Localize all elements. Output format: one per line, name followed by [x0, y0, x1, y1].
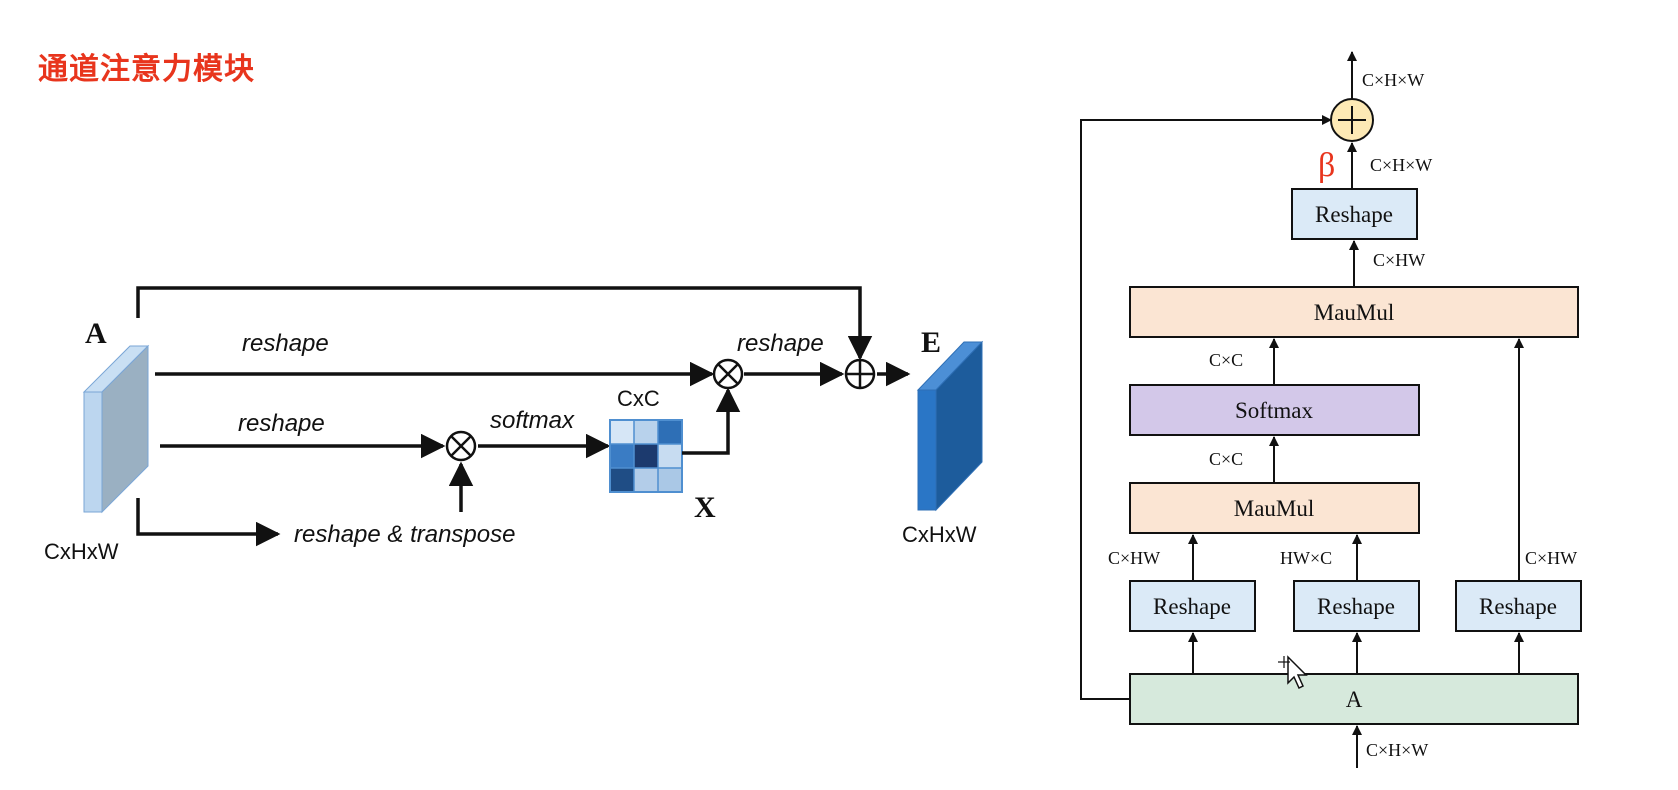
feature-map-e: [916, 340, 984, 512]
dim-reshape-3-out: C×HW: [1525, 548, 1577, 568]
block-matmul-bottom-label: MauMul: [1234, 496, 1315, 521]
multiply-op-2: [712, 358, 744, 390]
block-matmul-top-label: MauMul: [1314, 300, 1395, 325]
op-reshape-mid: reshape: [238, 410, 325, 437]
dim-after-beta: C×H×W: [1370, 155, 1432, 175]
label-beta: β: [1318, 147, 1335, 184]
block-matmul-top: [1129, 286, 1579, 338]
label-e: E: [921, 326, 941, 359]
block-reshape-out: [1291, 188, 1418, 240]
skip-connection: [136, 286, 873, 361]
op-softmax: softmax: [490, 407, 575, 434]
arrow-reshape-transpose: [136, 498, 281, 547]
block-input-a: [1129, 673, 1579, 725]
label-a: A: [85, 317, 107, 350]
add-op: [844, 358, 876, 390]
channel-attention-flow: A CxHxW reshape reshape reshape & transp…: [44, 286, 984, 564]
dim-matrix: CxC: [617, 386, 660, 411]
op-reshape-transpose: reshape & transpose: [294, 521, 515, 548]
block-softmax: [1129, 384, 1420, 436]
block-reshape-1: [1129, 580, 1256, 632]
block-reshape-2: [1293, 580, 1420, 632]
block-matmul-bottom: [1129, 482, 1420, 534]
dim-after-matmul-top: C×HW: [1373, 250, 1425, 270]
dim-input: CxHxW: [44, 539, 119, 564]
label-x: X: [694, 491, 716, 524]
dim-after-softmax: C×C: [1209, 350, 1243, 370]
block-reshape-2-label: Reshape: [1317, 594, 1395, 619]
block-reshape-1-label: Reshape: [1153, 594, 1231, 619]
dim-top-out: C×H×W: [1362, 70, 1424, 90]
multiply-op-1: [445, 430, 477, 462]
dim-after-matmul-bottom: C×C: [1209, 449, 1243, 469]
block-reshape-out-label: Reshape: [1315, 202, 1393, 227]
block-reshape-3: [1455, 580, 1582, 632]
cursor-icon: [1278, 655, 1308, 690]
sum-op: [1330, 98, 1374, 142]
op-reshape-out: reshape: [737, 330, 824, 357]
dim-reshape-2-out: HW×C: [1280, 548, 1332, 568]
block-reshape-3-label: Reshape: [1479, 594, 1557, 619]
channel-attention-blocks: C×H×W β C×H×W Reshape C×HW MauMul C×C So…: [1080, 51, 1582, 768]
dim-reshape-1-out: C×HW: [1108, 548, 1160, 568]
residual-connection: [1080, 115, 1332, 700]
block-input-a-label: A: [1346, 687, 1363, 712]
op-reshape-top: reshape: [242, 330, 329, 357]
block-softmax-label: Softmax: [1235, 398, 1313, 423]
dim-input-right: C×H×W: [1366, 740, 1428, 760]
attention-matrix-x: [609, 419, 683, 493]
page-title: 通道注意力模块: [38, 52, 255, 87]
feature-map-a: [82, 344, 150, 514]
dim-output: CxHxW: [902, 522, 977, 547]
arrow-attention-up: [682, 387, 741, 455]
